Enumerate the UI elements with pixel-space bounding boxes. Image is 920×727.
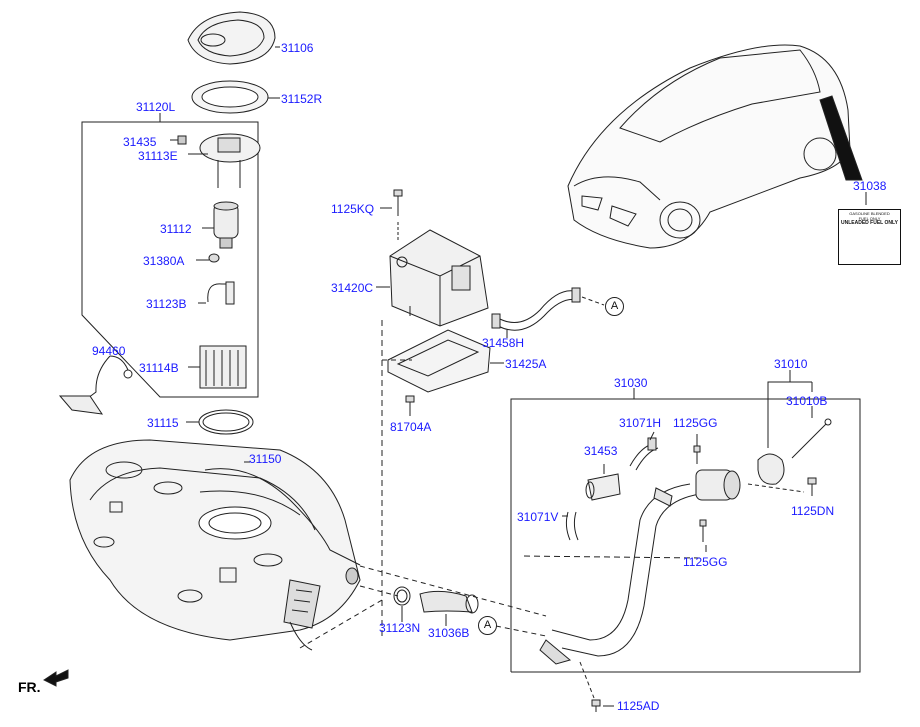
label-1125gg-top: 1125GG xyxy=(673,416,718,430)
lock-ring xyxy=(191,80,280,114)
sticker-line: FUEL ONLY xyxy=(858,216,881,221)
bolt-81704a xyxy=(405,395,415,416)
label-31113e: 31113E xyxy=(138,149,178,163)
label-31114b: 31114B xyxy=(139,361,179,375)
canister-bracket xyxy=(387,329,504,393)
label-81704a: 81704A xyxy=(390,420,432,434)
label-31435: 31435 xyxy=(123,135,157,149)
pump-module-bracket xyxy=(81,113,261,398)
label-31152r: 31152R xyxy=(281,92,323,106)
front-arrow-icon xyxy=(43,669,69,687)
filler-hose xyxy=(359,585,479,626)
sensor-wire xyxy=(58,355,133,415)
connection-lines xyxy=(299,359,547,649)
label-31123n: 31123N xyxy=(379,621,421,635)
label-31420c: 31420C xyxy=(331,281,374,295)
connector-a-bottom: A xyxy=(478,616,497,635)
label-31123b: 31123B xyxy=(146,297,187,311)
label-31071h: 31071H xyxy=(619,416,662,430)
label-31071v: 31071V xyxy=(517,510,559,524)
bolt-1125kq xyxy=(380,189,403,240)
label-1125gg-bottom: 1125GG xyxy=(683,555,728,569)
canister xyxy=(376,229,489,640)
filler-neck-group xyxy=(510,388,861,673)
bolt-1125ad xyxy=(579,661,614,712)
vapor-hose xyxy=(491,287,605,338)
car-illustration xyxy=(567,44,867,249)
sticker-line: GASOLINE BLENDED xyxy=(849,211,890,216)
label-31115: 31115 xyxy=(147,416,179,430)
label-31112: 31112 xyxy=(160,222,192,236)
fuel-cap xyxy=(757,370,832,485)
label-31038: 31038 xyxy=(853,179,887,193)
label-31010b: 31010B xyxy=(786,394,828,408)
label-31120l: 31120L xyxy=(136,100,176,114)
label-94460: 94460 xyxy=(92,344,126,358)
fuel-tank xyxy=(69,439,361,651)
label-31458h: 31458H xyxy=(482,336,525,350)
fuel-caution-sticker: GASOLINE BLENDED FUEL ONLY UNLEADED FUEL… xyxy=(838,209,901,265)
connector-a-top: A xyxy=(605,297,624,316)
gasket-cover-plate xyxy=(187,11,280,65)
label-31380a: 31380A xyxy=(143,254,185,268)
label-1125kq: 1125KQ xyxy=(331,202,375,216)
sticker-line: UNLEADED FUEL ONLY xyxy=(841,220,898,226)
label-31010: 31010 xyxy=(774,357,808,371)
bolt-1125dn xyxy=(747,477,817,496)
label-31453: 31453 xyxy=(584,444,618,458)
o-ring xyxy=(186,409,254,435)
label-1125dn: 1125DN xyxy=(791,504,835,518)
label-31036b: 31036B xyxy=(428,626,470,640)
label-1125ad: 1125AD xyxy=(617,699,660,713)
label-31425a: 31425A xyxy=(505,357,547,371)
label-31150: 31150 xyxy=(249,452,282,466)
label-31106: 31106 xyxy=(281,41,314,55)
front-direction-label: FR. xyxy=(18,679,41,695)
label-31030: 31030 xyxy=(614,376,648,390)
